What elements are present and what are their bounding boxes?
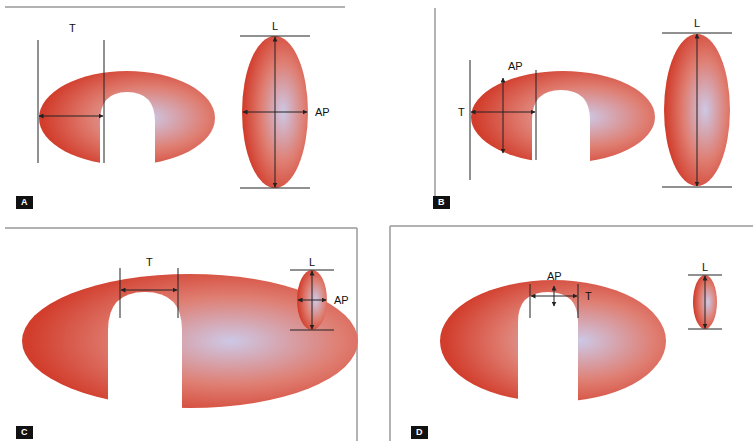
dimension-label: L [272,21,278,32]
dimension-label: AP [547,271,562,282]
dimension-label: L [702,262,708,273]
dimension-label: T [458,107,465,118]
dimension-label: T [585,291,592,302]
dimension-label: AP [334,295,349,306]
panel-letter: C [16,426,33,439]
panel-letter: A [16,196,33,209]
dimension-label: L [309,257,315,268]
dimension-label: AP [315,107,330,118]
panel-letter: D [411,426,428,439]
dimension-label: T [146,257,153,268]
panel-letter: B [433,196,450,209]
dimension-label: T [69,23,76,34]
dimension-label: AP [508,61,523,72]
dimension-label: L [694,18,700,29]
